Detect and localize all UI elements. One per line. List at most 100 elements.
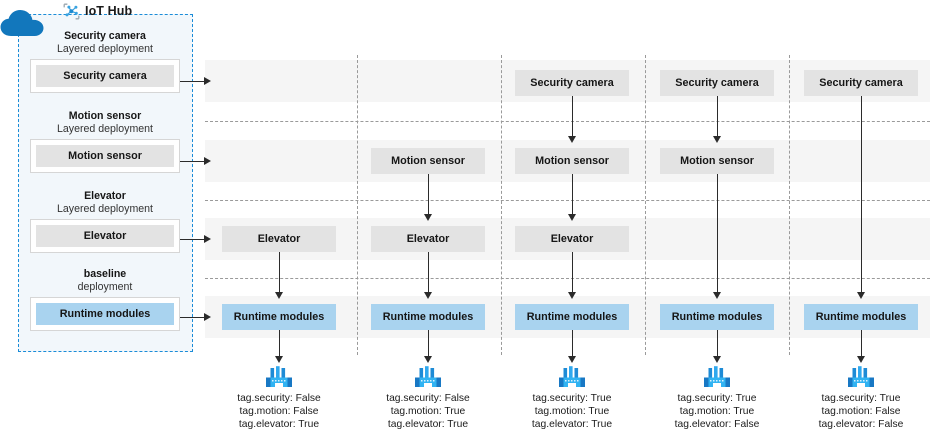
hub-module-frame: Elevator [30, 219, 180, 253]
device-4-node-runtime-modules[interactable]: Runtime modules [660, 304, 774, 330]
hub-link-motion-sensor [180, 161, 206, 162]
hub-group-name: Motion sensor [68, 110, 142, 122]
device-2-arrow-2 [423, 292, 432, 299]
device-2-node-runtime-modules[interactable]: Runtime modules [371, 304, 485, 330]
device-2-edge-elevator-runtime [428, 252, 429, 296]
device-2-node-motion-sensor[interactable]: Motion sensor [371, 148, 485, 174]
hub-group-security-camera: Security camera Layered deployment Secur… [30, 30, 180, 93]
hub-link-security-camera [180, 81, 206, 82]
device-4-tag-elevator: tag.elevator: False [674, 419, 760, 431]
device-5-tags: tag.security: True tag.motion: False tag… [786, 392, 935, 432]
hub-group-name: baseline [83, 268, 127, 280]
row-separator-3 [205, 278, 930, 279]
device-2-node-elevator[interactable]: Elevator [371, 226, 485, 252]
device-2-arrow-1 [423, 214, 432, 221]
hub-module-frame: Security camera [30, 59, 180, 93]
hub-module-elevator[interactable]: Elevator [36, 225, 174, 247]
device-4-tag-security: tag.security: True [677, 393, 757, 404]
device-5-tag-security: tag.security: True [821, 393, 901, 404]
hub-link-arrow-4 [204, 312, 211, 321]
hub-link-arrow-1 [204, 76, 211, 85]
device-3-node-runtime-modules[interactable]: Runtime modules [515, 304, 629, 330]
hub-link-runtime-modules [180, 317, 206, 318]
device-1-arrow-2 [274, 356, 283, 363]
hub-group-type: Layered deployment [57, 43, 153, 55]
device-4-arrow-1 [712, 136, 721, 143]
hub-group-type: Layered deployment [57, 203, 153, 215]
hub-link-arrow-2 [204, 156, 211, 165]
device-3-node-elevator[interactable]: Elevator [515, 226, 629, 252]
column-separator-2 [501, 55, 502, 355]
device-5-tag-elevator: tag.elevator: False [818, 419, 904, 431]
device-4-node-motion-sensor[interactable]: Motion sensor [660, 148, 774, 174]
device-1-node-runtime-modules[interactable]: Runtime modules [222, 304, 336, 330]
device-1-tags: tag.security: False tag.motion: False ta… [204, 392, 354, 432]
cloud-icon [0, 10, 44, 36]
device-3-edge-camera-motion [572, 96, 573, 140]
hub-module-runtime-modules[interactable]: Runtime modules [36, 303, 174, 325]
hub-group-elevator: Elevator Layered deployment Elevator [30, 190, 180, 253]
factory-icon [415, 366, 441, 387]
column-separator-4 [789, 55, 790, 355]
device-4-arrow-2 [712, 292, 721, 299]
iot-hub-title: IoT Hub [63, 1, 163, 21]
row-separator-1 [205, 121, 930, 122]
device-1-arrow-1 [274, 292, 283, 299]
hub-module-frame: Runtime modules [30, 297, 180, 331]
hub-group-type: Layered deployment [57, 123, 153, 135]
hub-module-frame: Motion sensor [30, 139, 180, 173]
device-5-node-runtime-modules[interactable]: Runtime modules [804, 304, 918, 330]
device-2-edge-motion-elevator [428, 174, 429, 218]
device-3-node-security-camera[interactable]: Security camera [515, 70, 629, 96]
device-4-edge-camera-motion [717, 96, 718, 140]
hub-link-elevator [180, 239, 206, 240]
device-3-node-motion-sensor[interactable]: Motion sensor [515, 148, 629, 174]
device-5-tag-motion: tag.motion: False [821, 406, 901, 418]
iot-hub-nodes-icon [63, 3, 80, 19]
device-4-node-security-camera[interactable]: Security camera [660, 70, 774, 96]
hub-group-name: Security camera [64, 30, 146, 42]
hub-module-motion-sensor[interactable]: Motion sensor [36, 145, 174, 167]
device-3-arrow-4 [567, 356, 576, 363]
device-2-tag-security: tag.security: False [386, 393, 470, 404]
hub-group-name: Elevator [84, 190, 126, 202]
device-1-tag-security: tag.security: False [237, 393, 321, 404]
device-2-tag-elevator: tag.elevator: True [387, 419, 469, 431]
device-1-tag-elevator: tag.elevator: True [238, 419, 320, 431]
row-separator-2 [205, 200, 930, 201]
factory-icon [848, 366, 874, 387]
column-separator-1 [357, 55, 358, 355]
device-3-arrow-2 [567, 214, 576, 221]
device-1-tag-motion: tag.motion: False [239, 406, 319, 418]
device-3-edge-elevator-runtime [572, 252, 573, 296]
device-5-edge-camera-runtime [861, 96, 862, 296]
device-3-tag-motion: tag.motion: True [534, 406, 610, 418]
hub-group-baseline: baseline deployment Runtime modules [30, 268, 180, 331]
device-1-edge-elevator-runtime [279, 252, 280, 296]
hub-module-security-camera[interactable]: Security camera [36, 65, 174, 87]
hub-group-motion-sensor: Motion sensor Layered deployment Motion … [30, 110, 180, 173]
device-5-edge-runtime-device [861, 330, 862, 360]
device-3-arrow-3 [567, 292, 576, 299]
device-4-tag-motion: tag.motion: True [679, 406, 755, 418]
device-3-edge-motion-elevator [572, 174, 573, 218]
device-3-tag-elevator: tag.elevator: True [531, 419, 613, 431]
device-5-arrow-2 [856, 356, 865, 363]
iot-hub-title-label: IoT Hub [85, 4, 133, 18]
device-5-node-security-camera[interactable]: Security camera [804, 70, 918, 96]
device-4-tags: tag.security: True tag.motion: True tag.… [642, 392, 792, 432]
device-4-edge-motion-runtime [717, 174, 718, 296]
device-3-edge-runtime-device [572, 330, 573, 360]
column-separator-3 [645, 55, 646, 355]
device-3-tags: tag.security: True tag.motion: True tag.… [497, 392, 647, 432]
hub-group-type: deployment [77, 281, 133, 293]
device-2-tags: tag.security: False tag.motion: True tag… [353, 392, 503, 432]
factory-icon [559, 366, 585, 387]
device-3-arrow-1 [567, 136, 576, 143]
device-1-node-elevator[interactable]: Elevator [222, 226, 336, 252]
device-2-edge-runtime-device [428, 330, 429, 360]
device-4-arrow-3 [712, 356, 721, 363]
hub-link-arrow-3 [204, 234, 211, 243]
device-3-tag-security: tag.security: True [532, 393, 612, 404]
device-4-edge-runtime-device [717, 330, 718, 360]
